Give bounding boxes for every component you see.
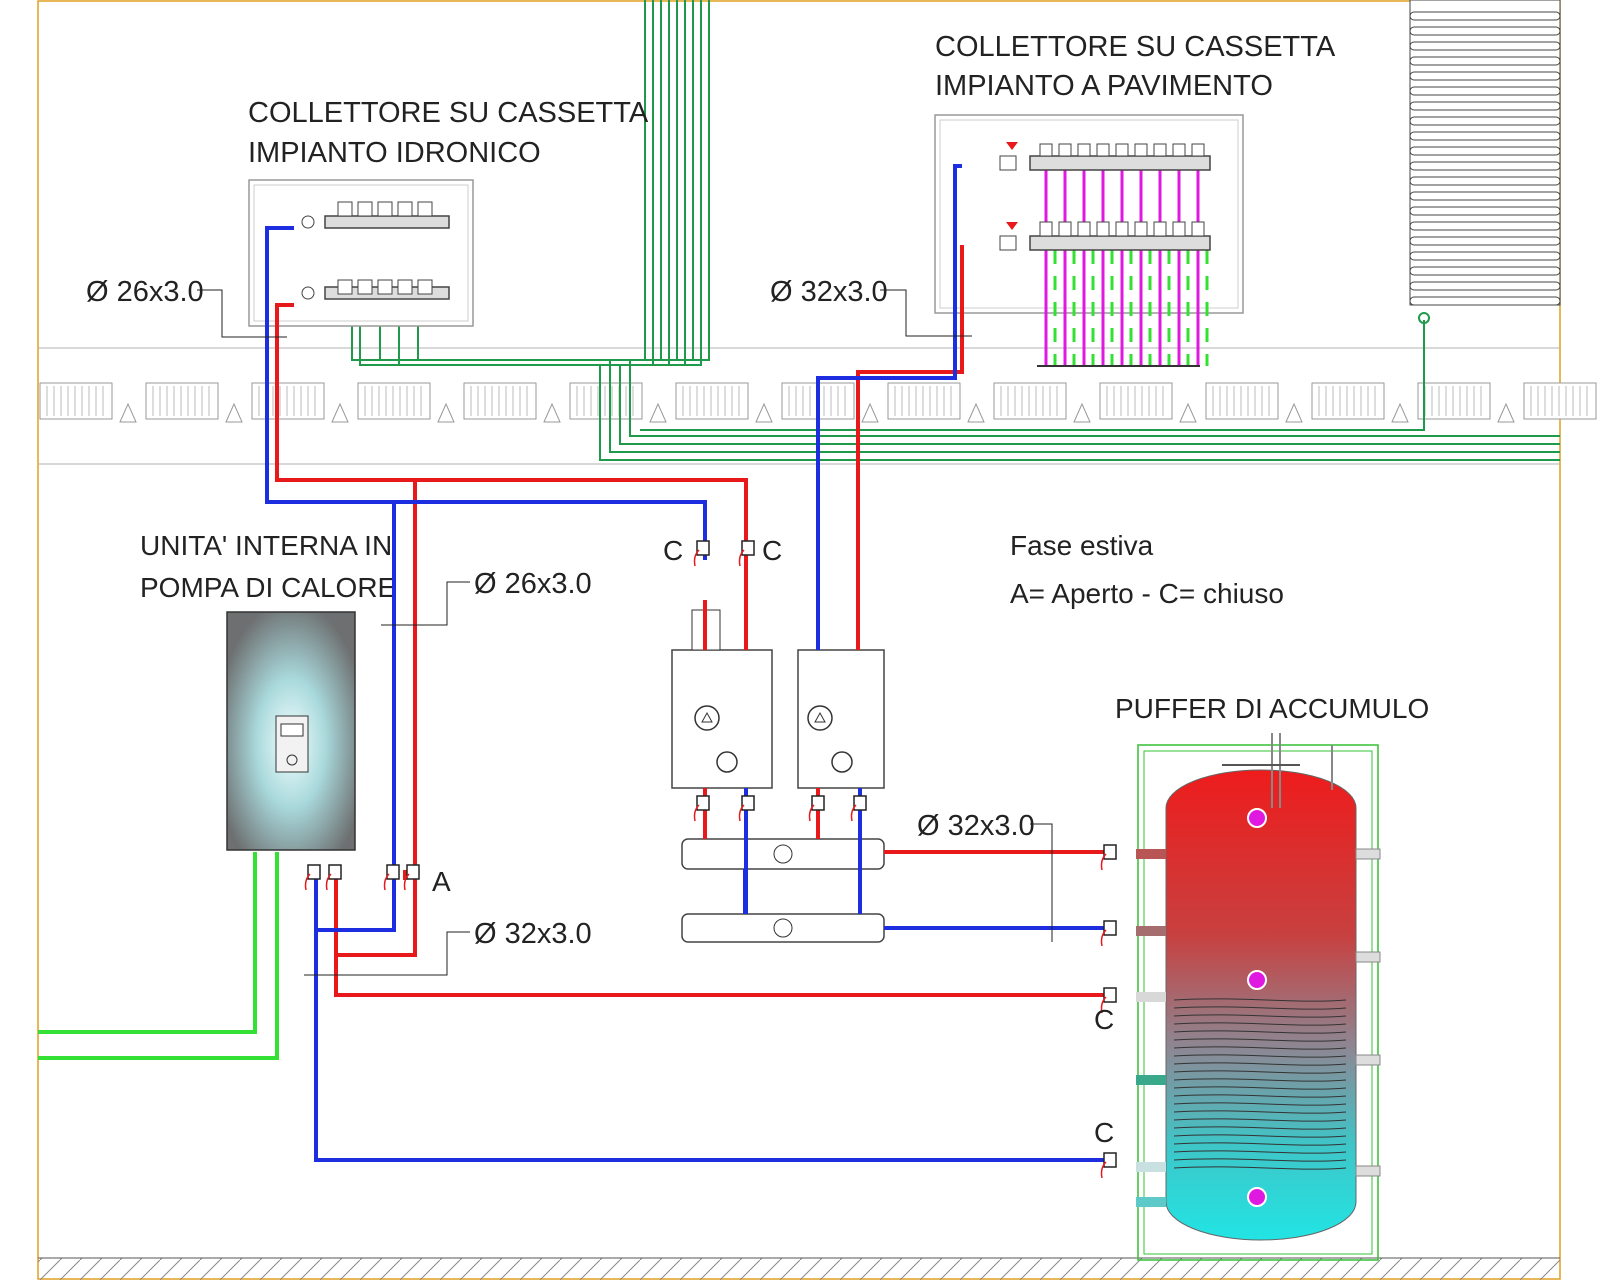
collettore-pavimento-title-line2: IMPIANTO A PAVIMENTO: [935, 70, 1273, 102]
floor-module: [1099, 382, 1197, 423]
cold-pipes: [265, 164, 1104, 1162]
heat-pump-indoor-unit: [226, 611, 356, 851]
ball-valve: [738, 540, 755, 567]
dimension-label-5: Ø 32x3.0: [917, 810, 1035, 842]
outdoor-unit-pipes: [38, 852, 279, 1060]
pump-group-left: [671, 609, 773, 789]
manifold-pavimento: [999, 142, 1211, 251]
dimension-label-3: Ø 26x3.0: [474, 568, 592, 600]
pump-group-right: [797, 649, 885, 789]
floor-module: [1205, 382, 1303, 423]
floor-module: [251, 382, 349, 423]
ball-valve: [1100, 987, 1117, 1014]
floor-module: [145, 382, 243, 423]
ball-valve: [738, 795, 755, 822]
floor-module: [781, 382, 879, 423]
valves: [304, 540, 1117, 1179]
underfloor-loops: [1044, 170, 1209, 366]
legend-label: A= Aperto - C= chiuso: [1010, 578, 1284, 609]
ball-valve: [403, 864, 420, 891]
cold-header: [681, 913, 885, 943]
floor-module: [675, 382, 773, 423]
puffer-title: PUFFER DI ACCUMULO: [1115, 693, 1429, 724]
towel-radiator: [1409, 0, 1561, 324]
ball-valve: [808, 795, 825, 822]
unita-interna-title-line1: UNITA' INTERNA IN: [140, 530, 392, 561]
valve-state-3: A: [432, 866, 451, 897]
hot-header: [681, 838, 885, 870]
green-distribution-pipes: [351, 0, 1560, 461]
floor-module: [39, 382, 137, 423]
ball-valve: [850, 795, 867, 822]
ball-valve: [693, 540, 710, 567]
floor-module: [1523, 382, 1597, 420]
tank-sensor-top: [1247, 808, 1267, 828]
floor-insulation-strip: [39, 382, 1597, 423]
puffer-tank: [1136, 733, 1381, 1261]
ball-valve: [1100, 1152, 1117, 1179]
valve-state-4: C: [1094, 1004, 1114, 1035]
collettore-idronico-title-line1: COLLETTORE SU CASSETTA: [248, 97, 649, 129]
collettore-pavimento-title-line1: COLLETTORE SU CASSETTA: [935, 31, 1336, 63]
hot-pipes: [275, 245, 1104, 997]
valve-state-1: C: [663, 535, 683, 566]
floor-module: [993, 382, 1091, 423]
floor-module: [569, 382, 667, 423]
fase-label: Fase estiva: [1010, 530, 1154, 561]
manifold-idronico: [301, 201, 450, 300]
floor-module: [463, 382, 561, 423]
unita-interna-title-line2: POMPA DI CALORE: [140, 572, 396, 603]
dimension-label-4: Ø 32x3.0: [474, 918, 592, 950]
floor-module: [1311, 382, 1409, 423]
tank-sensor-middle: [1247, 970, 1267, 990]
ball-valve: [304, 864, 321, 891]
ball-valve: [693, 795, 710, 822]
ball-valve: [1100, 920, 1117, 947]
floor-module: [357, 382, 455, 423]
floor-module: [887, 382, 985, 423]
valve-state-2: C: [762, 535, 782, 566]
ball-valve: [1100, 844, 1117, 871]
ball-valve: [325, 864, 342, 891]
valve-state-5: C: [1094, 1117, 1114, 1148]
dimension-leaders: [197, 289, 1053, 976]
ball-valve: [383, 864, 400, 891]
collettore-idronico-title-line2: IMPIANTO IDRONICO: [248, 137, 541, 169]
dimension-label-1: Ø 26x3.0: [86, 276, 204, 308]
dimension-label-2: Ø 32x3.0: [770, 276, 888, 308]
tank-sensor-bottom: [1247, 1187, 1267, 1207]
drawing-frame: [37, 0, 1561, 1280]
floor-module: [1417, 382, 1515, 423]
